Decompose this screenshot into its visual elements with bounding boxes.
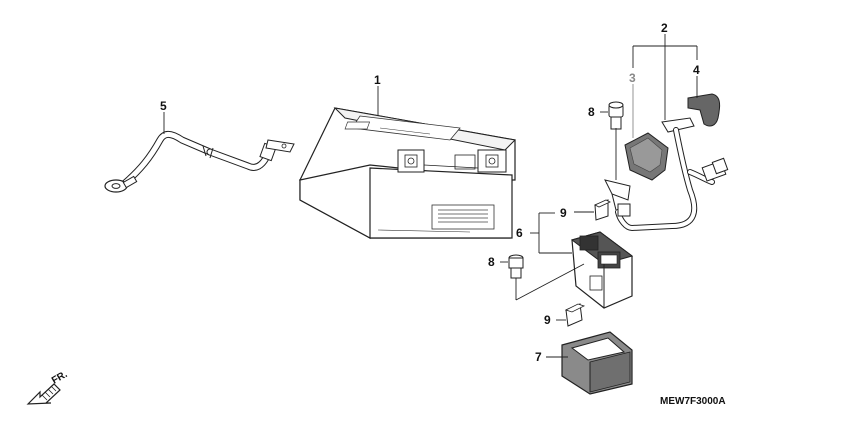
callout-3: 3 [629,71,636,85]
diagram-code: MEW7F3000A [660,396,726,407]
callout-5: 5 [160,99,167,113]
leader-lines [163,34,698,358]
callout-1: 1 [374,73,381,87]
callout-9-upper: 9 [560,206,567,220]
battery-cable [104,130,295,193]
bolt-lower [508,254,524,279]
callout-4: 4 [693,63,700,77]
callout-8-lower: 8 [488,255,495,269]
front-label: FR. [50,369,70,387]
front-direction-arrow [26,383,61,405]
callout-9-lower: 9 [544,313,551,327]
starter-relay [570,231,634,309]
relay-cover [561,331,633,395]
battery [299,107,517,240]
fuse-upper [594,199,611,221]
fuse-lower [564,303,586,327]
callout-8-top: 8 [588,105,595,119]
callout-2: 2 [661,21,668,35]
callout-6: 6 [516,226,523,240]
starter-relay-harness [604,93,729,232]
callout-7: 7 [535,350,542,364]
